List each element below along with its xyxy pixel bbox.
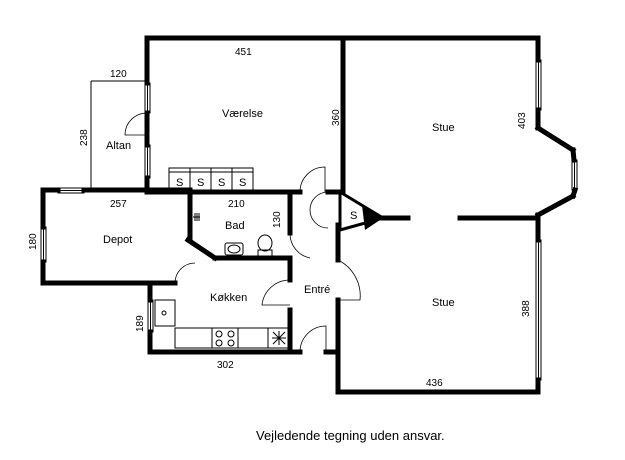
dimension-210: 210 (228, 199, 245, 210)
dimension-388: 388 (521, 300, 532, 317)
dimension-403: 403 (517, 112, 528, 129)
cabinet-label-1: S (176, 177, 183, 189)
closet (338, 189, 541, 232)
cabinet-label-2: S (197, 177, 204, 189)
bathroom-fixtures (193, 213, 273, 257)
room-label-vaerelse: Værelse (222, 108, 263, 120)
room-label-depot: Depot (103, 234, 132, 246)
windows (40, 59, 578, 381)
room-label-kokken: Køkken (210, 292, 247, 304)
dimension-360: 360 (331, 109, 342, 126)
room-label-stue-top: Stue (432, 122, 455, 134)
dimension-257: 257 (110, 199, 127, 210)
dimension-130: 130 (272, 211, 283, 228)
kitchen-fixtures (154, 299, 291, 349)
room-label-bad: Bad (225, 220, 245, 232)
doors (124, 112, 361, 353)
room-label-entre: Entré (304, 284, 330, 296)
cabinet-label-4: S (239, 177, 246, 189)
cabinet-label-3: S (218, 177, 225, 189)
dimension-120: 120 (110, 69, 127, 80)
dimension-180: 180 (28, 233, 39, 250)
dimension-238: 238 (79, 129, 90, 146)
dimension-451: 451 (235, 47, 252, 58)
dimension-302: 302 (217, 360, 234, 371)
room-label-stue-bottom: Stue (432, 297, 455, 309)
dimension-189: 189 (135, 315, 146, 332)
dimension-436: 436 (426, 378, 443, 389)
closet-label: S (350, 210, 357, 222)
balcony-outline (90, 80, 147, 190)
disclaimer-text: Vejledende tegning uden ansvar. (256, 428, 445, 443)
wardrobe (168, 167, 254, 191)
walls (40, 35, 579, 395)
room-label-altan: Altan (106, 140, 131, 152)
